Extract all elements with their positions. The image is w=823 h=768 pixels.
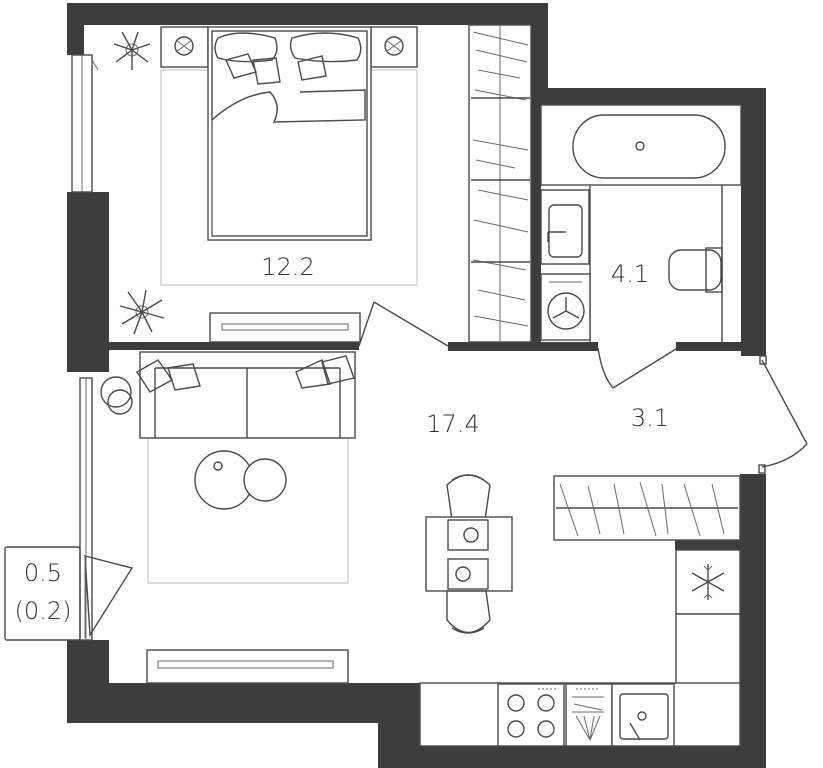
- coffee-table: [194, 450, 287, 510]
- tv-stand: [146, 649, 349, 684]
- bedroom-door: [358, 301, 449, 347]
- balcony-area-reduced: (0.2): [15, 597, 72, 625]
- area-labels: 12.2 17.4 4.1 3.1 0.5 (0.2): [15, 253, 670, 625]
- wardrobe-icon: [468, 24, 532, 343]
- balcony-area: 0.5: [24, 559, 62, 587]
- window-bedroom: [71, 54, 99, 193]
- snowflake-icon: [691, 564, 725, 600]
- lamp-icon: [174, 36, 194, 56]
- living-room: [100, 351, 356, 684]
- bathroom: [540, 104, 742, 342]
- living-kitchen-area: 17.4: [426, 410, 479, 438]
- dining: [425, 474, 513, 634]
- kitchen: [419, 475, 741, 747]
- interior-walls: [109, 100, 745, 550]
- sink-icon: [611, 683, 675, 747]
- dresser: [209, 312, 361, 343]
- hallway-area: 3.1: [631, 404, 669, 432]
- bedroom-area: 12.2: [261, 253, 314, 281]
- window-living: [79, 377, 93, 641]
- lamp-icon: [100, 376, 133, 415]
- bathroom-area: 4.1: [611, 260, 649, 288]
- sofa-icon: [136, 351, 356, 439]
- stove-icon: [497, 683, 565, 747]
- washing-machine-icon: [540, 273, 591, 341]
- fridge: [675, 549, 741, 615]
- wardrobe-icon: [553, 475, 741, 541]
- plant-icon: [119, 289, 165, 335]
- balcony: [4, 546, 134, 641]
- entrance-door: [758, 355, 808, 474]
- bathroom-door: [597, 347, 677, 389]
- chair-icon: [446, 590, 491, 634]
- dining-table-icon: [425, 516, 513, 592]
- lamp-icon: [384, 36, 404, 56]
- exterior-walls: [67, 3, 766, 768]
- bed-icon: [207, 26, 372, 241]
- nightstand-right: [370, 26, 418, 68]
- bathtub-icon: [540, 104, 742, 186]
- kitchen-cabinet: [675, 613, 741, 685]
- living-rug: [147, 432, 349, 584]
- chair-icon: [446, 474, 491, 521]
- sink-icon: [540, 189, 590, 265]
- toilet-icon: [668, 247, 723, 293]
- plant-icon: [113, 31, 151, 70]
- bedroom: [113, 26, 418, 343]
- dishwasher-icon: [565, 683, 613, 747]
